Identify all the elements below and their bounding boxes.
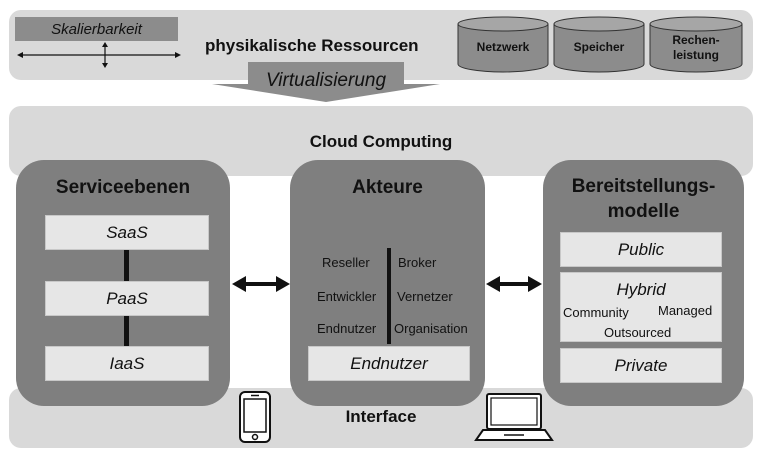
actor-broker: Broker	[398, 255, 437, 270]
network-label: Netzwerk	[476, 40, 530, 54]
storage-cylinder	[553, 16, 645, 73]
network-cylinder	[457, 16, 549, 73]
managed-label: Managed	[658, 303, 713, 318]
community-label: Community	[563, 305, 629, 320]
actors-title: Akteure	[352, 177, 423, 198]
cloud-computing-title: Cloud Computing	[309, 132, 453, 151]
physical-resources-title: physikalische Ressourcen	[205, 36, 419, 55]
actor-organisation: Organisation	[394, 321, 468, 336]
iaas-box: IaaS	[45, 346, 209, 381]
actor-developer: Entwickler	[317, 289, 377, 304]
actor-reseller: Reseller	[322, 255, 370, 270]
saas-box: SaaS	[45, 215, 209, 250]
compute-cylinder	[649, 16, 743, 73]
scalability-arrows-icon	[17, 42, 181, 68]
scalability-label: Skalierbarkeit	[15, 17, 178, 41]
paas-box: PaaS	[45, 281, 209, 316]
outsourced-label: Outsourced	[604, 325, 672, 340]
actor-networker: Vernetzer	[397, 289, 453, 304]
end-user-box: Endnutzer	[308, 346, 470, 381]
service-layers-title: Serviceebenen	[55, 177, 191, 198]
smartphone-icon	[239, 391, 271, 443]
double-arrow-icon	[486, 276, 542, 292]
actors-divider-line	[387, 248, 391, 344]
virtualization-label: Virtualisierung	[265, 70, 387, 91]
virtualization-arrow	[212, 62, 440, 102]
deployment-models-title-line2: modelle	[607, 201, 680, 222]
public-box: Public	[560, 232, 722, 267]
deployment-models-title-line1: Bereitstellungs-	[571, 176, 716, 197]
interface-label: Interface	[345, 407, 417, 426]
laptop-icon	[474, 393, 554, 441]
storage-label: Speicher	[573, 40, 625, 54]
actor-end-user-left: Endnutzer	[317, 321, 377, 336]
compute-label: Rechen- leistung	[672, 33, 720, 62]
hybrid-box	[560, 272, 722, 342]
private-box: Private	[560, 348, 722, 383]
double-arrow-icon	[232, 276, 290, 292]
hybrid-label: Hybrid	[616, 280, 666, 299]
